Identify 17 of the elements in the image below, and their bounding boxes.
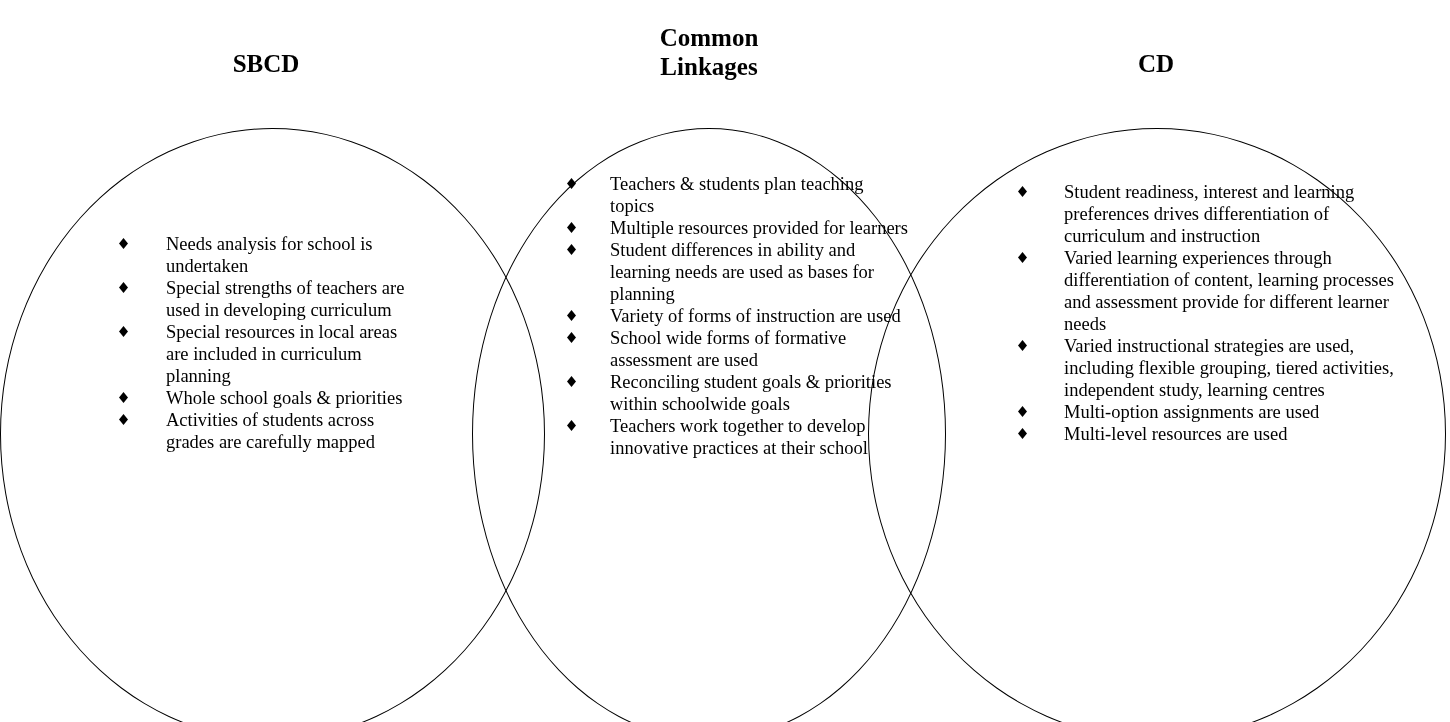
bullet-text: Varied instructional strategies are used, including flexible grouping, tiered activities, independent study, learning centres	[1064, 335, 1395, 401]
bullet-text: Whole school goals & priorities	[166, 387, 404, 409]
bullet-text: Activities of students across grades are carefully mapped	[166, 409, 377, 453]
bullet-text: School wide forms of formative assessment are used	[610, 327, 848, 371]
bullet-text: Needs analysis for school is undertaken	[166, 233, 374, 277]
bullet-text: Reconciling student goals & priorities within schoolwide goals	[610, 371, 893, 415]
circle-heading: SBCD	[231, 49, 301, 78]
bullet-text: Student differences in ability and learning needs are used as bases for planning	[610, 239, 876, 305]
bullet-text: Multi-option assignments are used	[1064, 401, 1321, 423]
bullet-text: Multi-level resources are used	[1064, 423, 1289, 445]
bullet-text: Multiple resources provided for learners	[610, 217, 909, 239]
bullet-text: Special resources in local areas are included in curriculum planning	[166, 321, 399, 387]
bullet-text: Teachers work together to develop innovative practices at their school	[610, 415, 869, 459]
circle-heading: Common Linkages	[658, 23, 760, 81]
bullet-text: Varied learning experiences through differentiation of content, learning processes and assessment provide for different learner needs	[1064, 247, 1395, 335]
bullet-text: Special strengths of teachers are used in developing curriculum	[166, 277, 406, 321]
circle-heading: CD	[1136, 49, 1176, 78]
